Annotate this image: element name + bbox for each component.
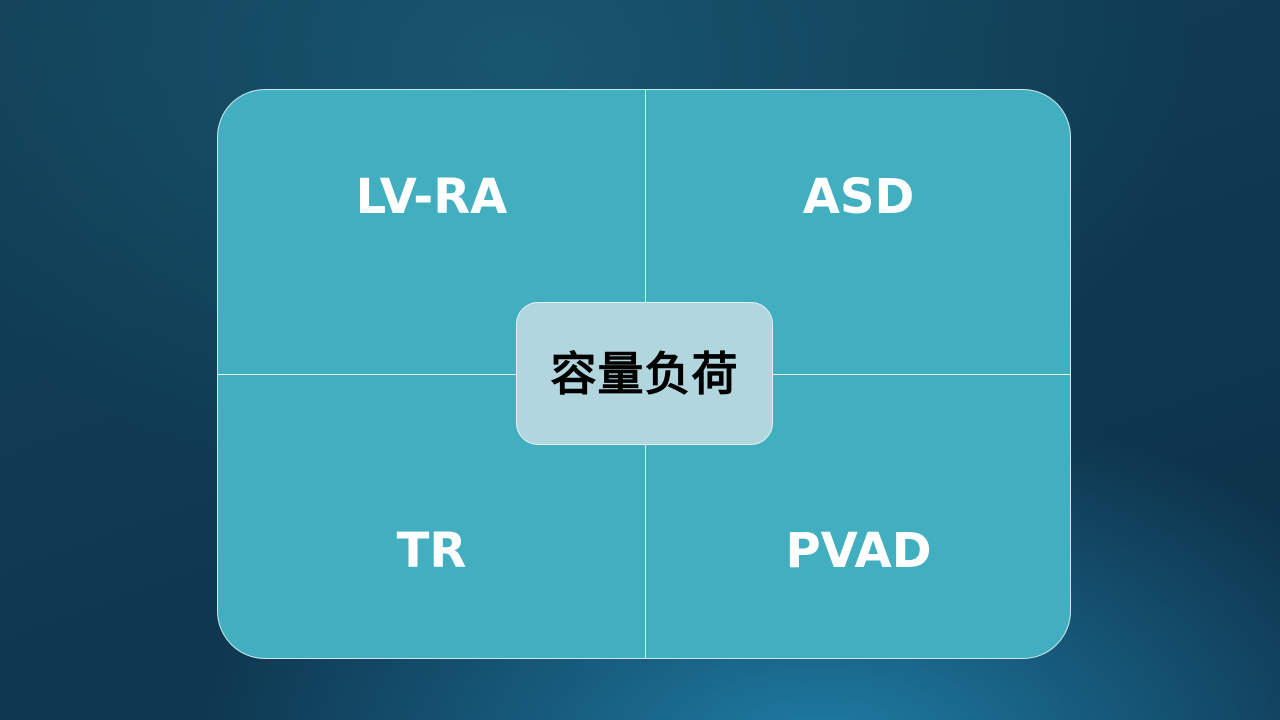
center-box: 容量负荷 — [516, 302, 773, 445]
quadrant-top-left-label: LV-RA — [355, 169, 508, 225]
quadrant-matrix: LV-RA ASD TR PVAD — [217, 89, 1071, 659]
quadrant-bottom-right-label: PVAD — [785, 523, 932, 579]
center-label: 容量负荷 — [550, 346, 739, 401]
quadrant-top-right-label: ASD — [802, 169, 915, 225]
quadrant-bottom-left-label: TR — [396, 523, 467, 579]
